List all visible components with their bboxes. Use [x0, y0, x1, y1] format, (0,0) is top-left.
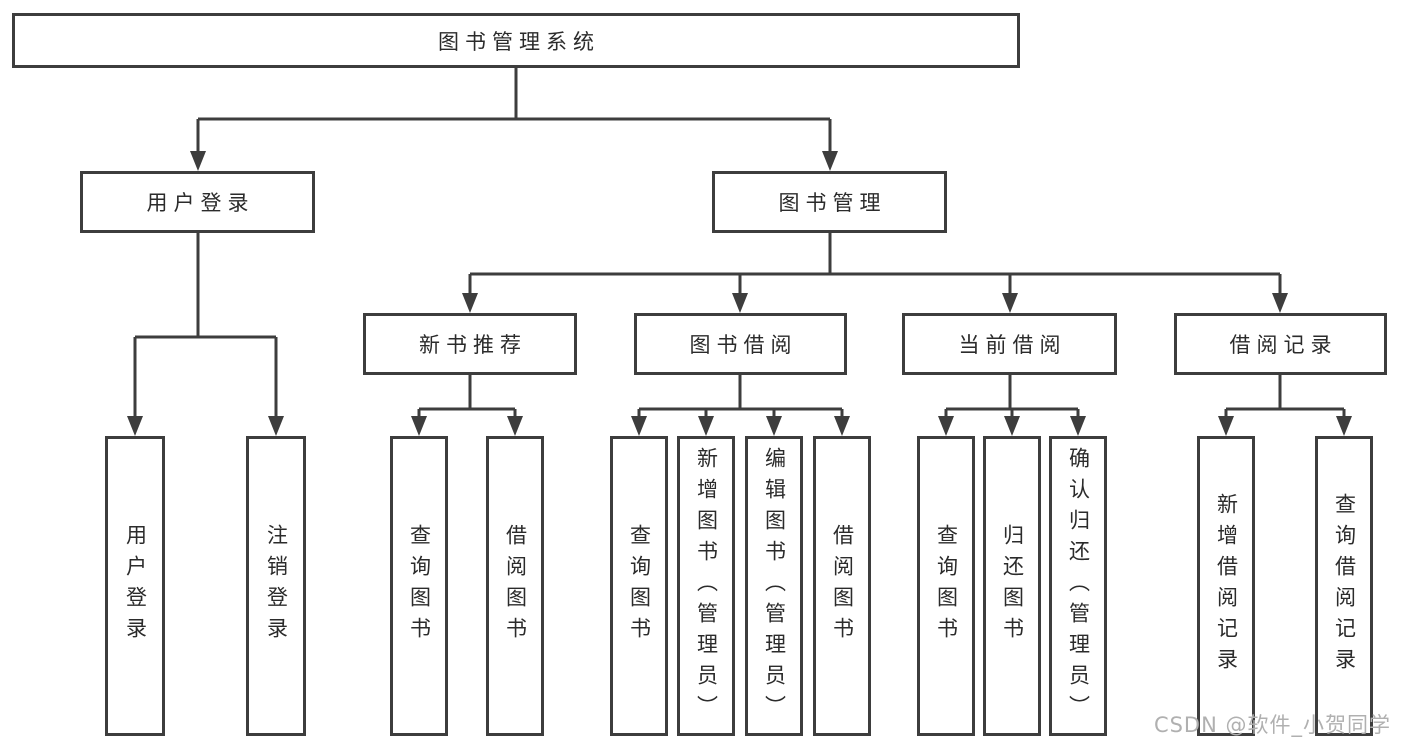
leaf-add-borrow-record: 新增借阅记录 [1197, 436, 1255, 736]
node-current-borrow-label: 当前借阅 [958, 333, 1067, 357]
node-book-borrow-label: 图书借阅 [689, 333, 798, 357]
node-book-management-label: 图书管理 [778, 191, 887, 215]
leaf-borrow-books-2-label: 借阅图书 [830, 524, 855, 648]
node-book-borrow: 图书借阅 [634, 313, 847, 375]
leaf-edit-books-admin: 编辑图书（管理员） [745, 436, 803, 736]
leaf-add-borrow-record-label: 新增借阅记录 [1214, 493, 1239, 679]
node-user-login: 用户登录 [80, 171, 315, 233]
leaf-confirm-return-admin-label: 确认归还（管理员） [1066, 446, 1091, 726]
leaf-query-books-1-label: 查询图书 [407, 524, 432, 648]
node-borrow-records: 借阅记录 [1174, 313, 1387, 375]
node-new-book-recommend: 新书推荐 [363, 313, 577, 375]
node-book-management: 图书管理 [712, 171, 947, 233]
leaf-query-books-3: 查询图书 [917, 436, 975, 736]
leaf-edit-books-admin-label: 编辑图书（管理员） [762, 446, 787, 726]
leaf-query-books-2: 查询图书 [610, 436, 668, 736]
leaf-logout-label: 注销登录 [264, 524, 289, 648]
leaf-query-borrow-record-label: 查询借阅记录 [1332, 493, 1357, 679]
leaf-user-login: 用户登录 [105, 436, 165, 736]
leaf-add-books-admin-label: 新增图书（管理员） [694, 446, 719, 726]
leaf-confirm-return-admin: 确认归还（管理员） [1049, 436, 1107, 736]
csdn-watermark: CSDN @软件_小贺同学 [1153, 713, 1391, 737]
leaf-borrow-books-1-label: 借阅图书 [503, 524, 528, 648]
node-borrow-records-label: 借阅记录 [1229, 333, 1338, 357]
leaf-return-books-label: 归还图书 [1000, 524, 1025, 648]
leaf-return-books: 归还图书 [983, 436, 1041, 736]
node-root-label: 图书管理系统 [438, 29, 600, 54]
leaf-query-borrow-record: 查询借阅记录 [1315, 436, 1373, 736]
node-root: 图书管理系统 [12, 13, 1020, 68]
node-user-login-label: 用户登录 [146, 191, 255, 215]
leaf-borrow-books-1: 借阅图书 [486, 436, 544, 736]
leaf-query-books-3-label: 查询图书 [934, 524, 959, 648]
node-new-book-recommend-label: 新书推荐 [419, 333, 527, 357]
leaf-add-books-admin: 新增图书（管理员） [677, 436, 735, 736]
node-current-borrow: 当前借阅 [902, 313, 1117, 375]
leaf-borrow-books-2: 借阅图书 [813, 436, 871, 736]
leaf-user-login-label: 用户登录 [123, 524, 148, 648]
leaf-logout: 注销登录 [246, 436, 306, 736]
leaf-query-books-1: 查询图书 [390, 436, 448, 736]
leaf-query-books-2-label: 查询图书 [627, 524, 652, 648]
